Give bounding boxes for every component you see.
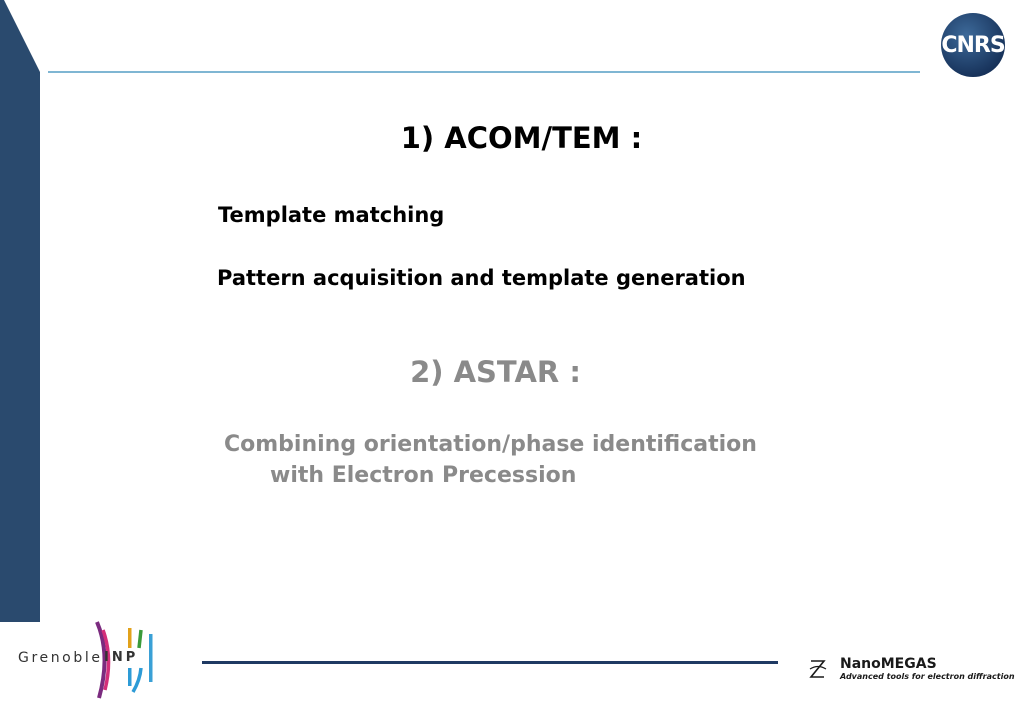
section1-item: Template matching: [218, 203, 445, 227]
nanomegas-icon: [809, 660, 827, 678]
nanomegas-tagline: Advanced tools for electron diffraction: [840, 672, 1015, 681]
nanomegas-title: NanoMEGAS: [840, 656, 937, 672]
section2-title: 2) ASTAR :: [410, 355, 581, 389]
section1-title: 1) ACOM/TEM :: [400, 121, 643, 155]
grenoble-inp-logo: [95, 621, 153, 699]
bottom-divider: [202, 661, 778, 664]
section1-item: Pattern acquisition and template generat…: [217, 266, 746, 290]
top-divider: [48, 71, 920, 73]
section2-line: Combining orientation/phase identificati…: [224, 432, 757, 457]
left-band-decoration: [0, 0, 40, 622]
grenoble-logo-text: Grenoble: [18, 650, 103, 666]
section2-line: with Electron Precession: [270, 463, 577, 488]
inp-logo-text: INP: [104, 650, 139, 665]
cnrs-logo-text: CNRS: [941, 32, 1005, 58]
cnrs-logo: [941, 13, 1005, 77]
